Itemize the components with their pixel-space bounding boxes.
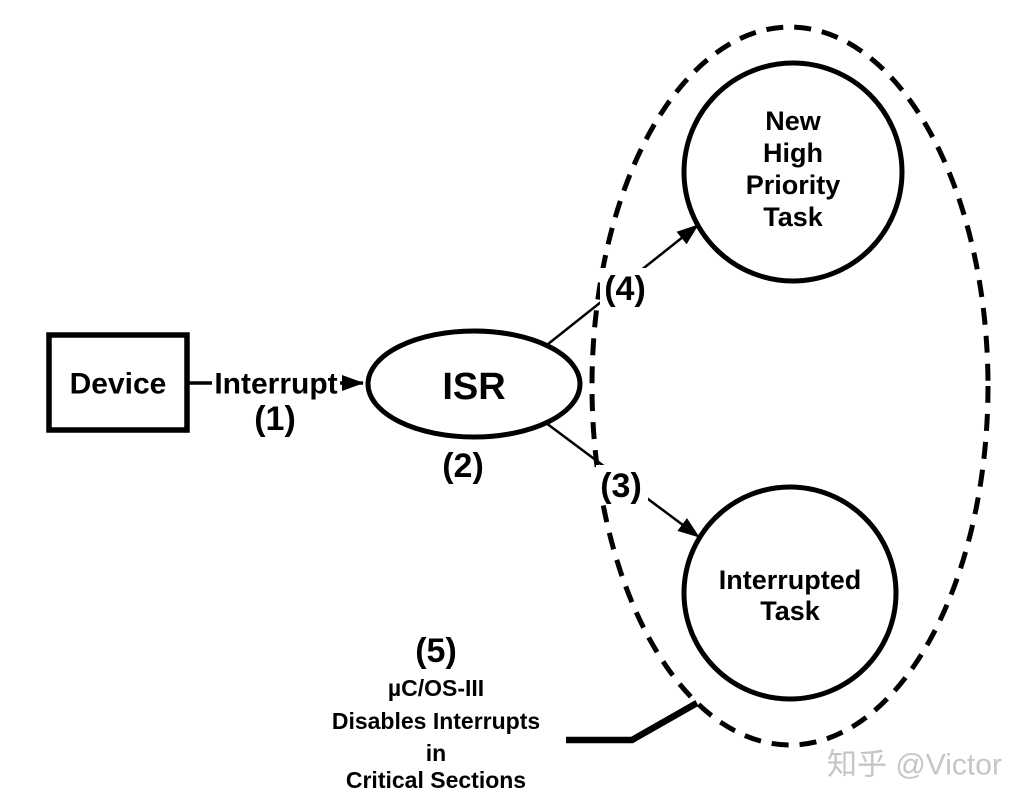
step-3-label-backing: [596, 465, 648, 505]
step-4-label: (4): [604, 270, 646, 308]
new-task-line-2: High: [763, 138, 823, 168]
new-high-priority-task-circle: [681, 60, 905, 284]
new-task-line-4: Task: [763, 202, 824, 232]
note-leader-line: [566, 700, 699, 744]
step-1-label: (1): [254, 400, 296, 438]
note-line-4: Critical Sections: [346, 767, 526, 793]
isr-ellipse: [365, 328, 583, 440]
step-5-label: (5): [415, 632, 457, 670]
note-line-2: Disables Interrupts: [332, 708, 540, 734]
step-3-label: (3): [600, 467, 642, 505]
isr-label: ISR: [442, 366, 505, 408]
device-label: Device: [70, 368, 167, 401]
step-4-label-backing: [600, 268, 652, 308]
note-block: (5) µC/OS-III Disables Interrupts in Cri…: [332, 632, 540, 793]
new-high-priority-task-label: New High Priority Task: [746, 106, 841, 232]
device-box: [46, 332, 190, 433]
new-task-line-1: New: [765, 106, 822, 136]
step-2-label: (2): [442, 447, 484, 485]
interrupted-task-line-1: Interrupted: [719, 565, 862, 595]
note-line-1: µC/OS-III: [388, 675, 484, 701]
new-task-line-3: Priority: [746, 170, 841, 200]
interrupted-task-label: Interrupted Task: [719, 565, 862, 626]
critical-section-dashed-ellipse: [589, 24, 991, 748]
interrupted-task-line-2: Task: [760, 596, 821, 626]
interrupt-label: Interrupt: [214, 368, 337, 401]
interrupt-label-backing: [212, 367, 340, 400]
interrupted-task-circle: [681, 484, 899, 702]
note-line-3: in: [426, 740, 446, 766]
watermark-text: 知乎 @Victor: [827, 749, 1002, 782]
